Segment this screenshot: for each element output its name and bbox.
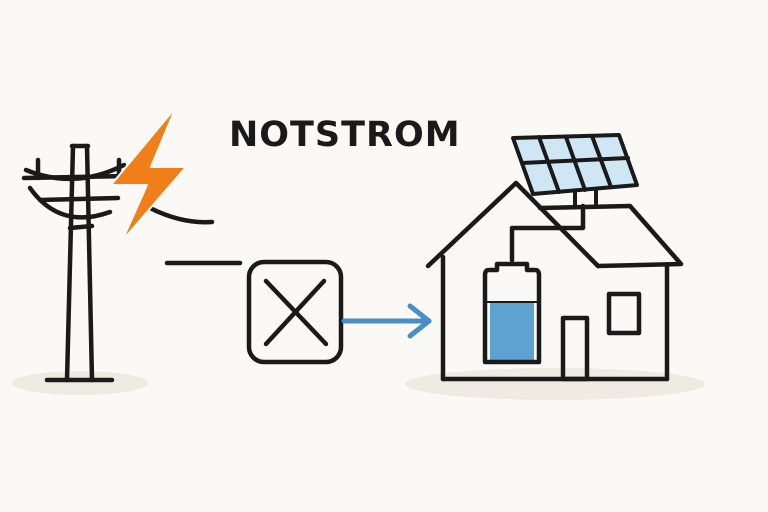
house-ground-shadow (405, 368, 705, 400)
pole-ground-shadow (12, 371, 148, 395)
solar-panel-icon (511, 133, 639, 208)
power-pole-icon (21, 143, 215, 383)
arrow-right-icon (341, 303, 432, 339)
broken-connection-icon (246, 259, 344, 365)
diagram-title: NOTSTROM (229, 115, 461, 155)
lightning-bolt-icon (110, 106, 187, 242)
battery-icon (482, 261, 542, 365)
house-icon (425, 180, 684, 382)
